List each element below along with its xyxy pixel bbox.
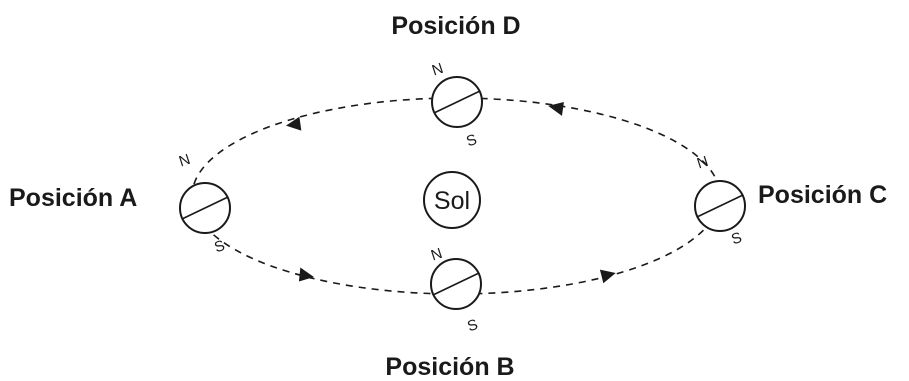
earth-axis: [432, 272, 480, 296]
position-a-label: Posición A: [9, 184, 137, 212]
earth-axis: [696, 194, 744, 218]
north-pole-label: N: [429, 245, 445, 265]
earth-position-c: N S: [694, 153, 746, 248]
position-d-label: Posición D: [391, 12, 520, 40]
sun-label: Sol: [434, 187, 470, 215]
north-pole-label: N: [430, 60, 446, 80]
sun-circle: [423, 171, 481, 229]
earth-axis: [181, 196, 229, 220]
orbit-arrow-top-right: [548, 102, 564, 116]
north-pole-label: N: [177, 151, 193, 171]
orbit-arrow-bottom-right: [599, 269, 616, 284]
earth-position-a: N S: [177, 151, 231, 256]
north-pole-label: N: [695, 153, 711, 173]
earth-axis: [433, 90, 481, 114]
earth-position-d: N S: [430, 60, 483, 150]
orbit-arrow-top-left: [285, 116, 302, 131]
south-pole-label: S: [465, 316, 480, 335]
south-pole-label: S: [212, 237, 227, 256]
south-pole-label: S: [464, 131, 479, 150]
south-pole-label: S: [729, 229, 744, 248]
position-c-label: Posición C: [758, 181, 887, 209]
earth-position-b: N S: [429, 245, 482, 335]
orbit-arrow-bottom-left: [298, 267, 314, 282]
position-b-label: Posición B: [385, 353, 514, 381]
